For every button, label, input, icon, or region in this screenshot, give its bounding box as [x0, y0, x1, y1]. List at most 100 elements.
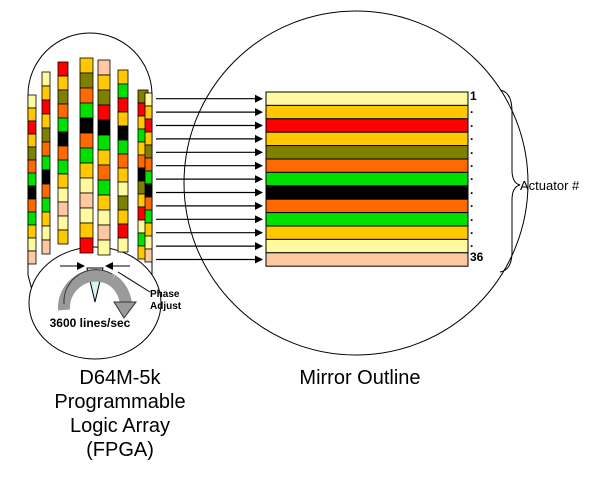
actuator-bar: [265, 145, 469, 160]
fpga-cell: [41, 211, 51, 227]
actuator-number: .: [470, 156, 474, 170]
actuator-bar: [265, 158, 469, 173]
fpga-cell: [57, 103, 69, 119]
fpga-caption-line: D64M-5k: [79, 367, 161, 389]
fpga-column: [57, 61, 69, 245]
fpga-cell: [79, 102, 94, 119]
fpga-caption-line: Logic Array: [69, 415, 171, 437]
fpga-caption-line: (FPGA): [86, 439, 154, 461]
actuator-bar-group: [265, 91, 469, 267]
fpga-cell: [117, 223, 129, 239]
fpga-cell: [97, 194, 111, 211]
fpga-cell: [97, 119, 111, 136]
fpga-cell: [144, 157, 153, 172]
fpga-cell: [57, 117, 69, 133]
fpga-cell: [79, 57, 94, 74]
fpga-cell: [27, 107, 37, 122]
actuator-number: 1: [470, 89, 477, 103]
fpga-cell: [41, 225, 51, 241]
fpga-cell: [117, 195, 129, 211]
actuator-bar: [265, 171, 469, 187]
fpga-cell: [144, 118, 153, 133]
actuator-number: .: [470, 129, 474, 144]
fpga-cell: [97, 134, 111, 151]
fpga-cell: [97, 224, 111, 241]
actuator-number: .: [470, 102, 474, 117]
fpga-column: [27, 94, 37, 265]
actuator-bar: [265, 104, 469, 120]
actuator-number: .: [470, 182, 474, 197]
fpga-column: [41, 71, 51, 255]
fpga-cell: [79, 72, 94, 89]
fpga-cell: [97, 104, 111, 121]
fpga-cell: [97, 179, 111, 196]
actuator-number: .: [470, 209, 474, 224]
actuator-bar: [265, 198, 469, 214]
fpga-cell: [27, 211, 37, 226]
actuator-bar: [265, 238, 469, 254]
fpga-cell: [117, 153, 129, 169]
fpga-cell: [144, 222, 153, 237]
fpga-cell: [41, 155, 51, 171]
fpga-cell: [117, 237, 129, 253]
fpga-cell: [27, 237, 37, 252]
actuator-number: .: [470, 196, 474, 211]
fpga-cell: [27, 159, 37, 174]
fpga-column: [117, 69, 129, 253]
fpga-cell: [117, 209, 129, 225]
fpga-cell: [57, 89, 69, 105]
fpga-cell: [79, 117, 94, 134]
phase-label-line: Adjust: [150, 301, 182, 312]
arrow-group: [156, 94, 263, 264]
fpga-cell: [117, 111, 129, 127]
fpga-cell: [79, 147, 94, 164]
fpga-cell: [144, 209, 153, 224]
fpga-cell: [79, 222, 94, 239]
fpga-cell: [57, 61, 69, 77]
fpga-column-group: [27, 57, 153, 265]
actuator-brace: [499, 89, 521, 273]
fpga-caption: D64M-5k Programmable Logic Array (FPGA): [20, 366, 220, 462]
fpga-cell: [27, 133, 37, 148]
fpga-cell: [117, 181, 129, 197]
fpga-cell: [97, 74, 111, 91]
mirror-caption: Mirror Outline: [299, 367, 421, 389]
fpga-cell: [57, 187, 69, 203]
fpga-cell: [79, 132, 94, 149]
fpga-cell: [97, 89, 111, 106]
fpga-cell: [41, 127, 51, 143]
fpga-cell: [144, 196, 153, 211]
fpga-cell: [27, 120, 37, 135]
fpga-cell: [117, 125, 129, 141]
fpga-column: [79, 57, 94, 254]
actuator-number: .: [470, 169, 474, 184]
fpga-cell: [97, 149, 111, 166]
fpga-cell: [79, 237, 94, 254]
fpga-cell: [27, 198, 37, 213]
fpga-bottom-circle: [28, 246, 162, 360]
fpga-cell: [117, 167, 129, 183]
actuator-number: .: [470, 236, 474, 251]
fpga-cell: [57, 173, 69, 189]
actuator-number: 36: [470, 249, 484, 264]
fpga-cell: [117, 83, 129, 99]
fpga-cell: [27, 250, 37, 265]
fpga-cell: [57, 201, 69, 217]
phase-pointer-line: [117, 271, 151, 293]
actuator-bar: [265, 185, 469, 200]
fpga-cell: [79, 207, 94, 224]
fpga-cell: [97, 59, 111, 76]
fpga-cell: [97, 239, 111, 256]
actuator-bar: [265, 252, 469, 267]
fpga-cell: [57, 215, 69, 231]
fpga-cell: [57, 229, 69, 245]
fpga-cell: [41, 113, 51, 129]
fpga-cell: [57, 75, 69, 91]
actuator-number: .: [470, 223, 474, 237]
fpga-cell: [57, 145, 69, 161]
fpga-cell: [27, 146, 37, 161]
actuator-number: .: [470, 142, 474, 157]
actuator-bar: [265, 91, 469, 106]
fpga-cell: [79, 162, 94, 179]
fpga-cell: [41, 71, 51, 87]
